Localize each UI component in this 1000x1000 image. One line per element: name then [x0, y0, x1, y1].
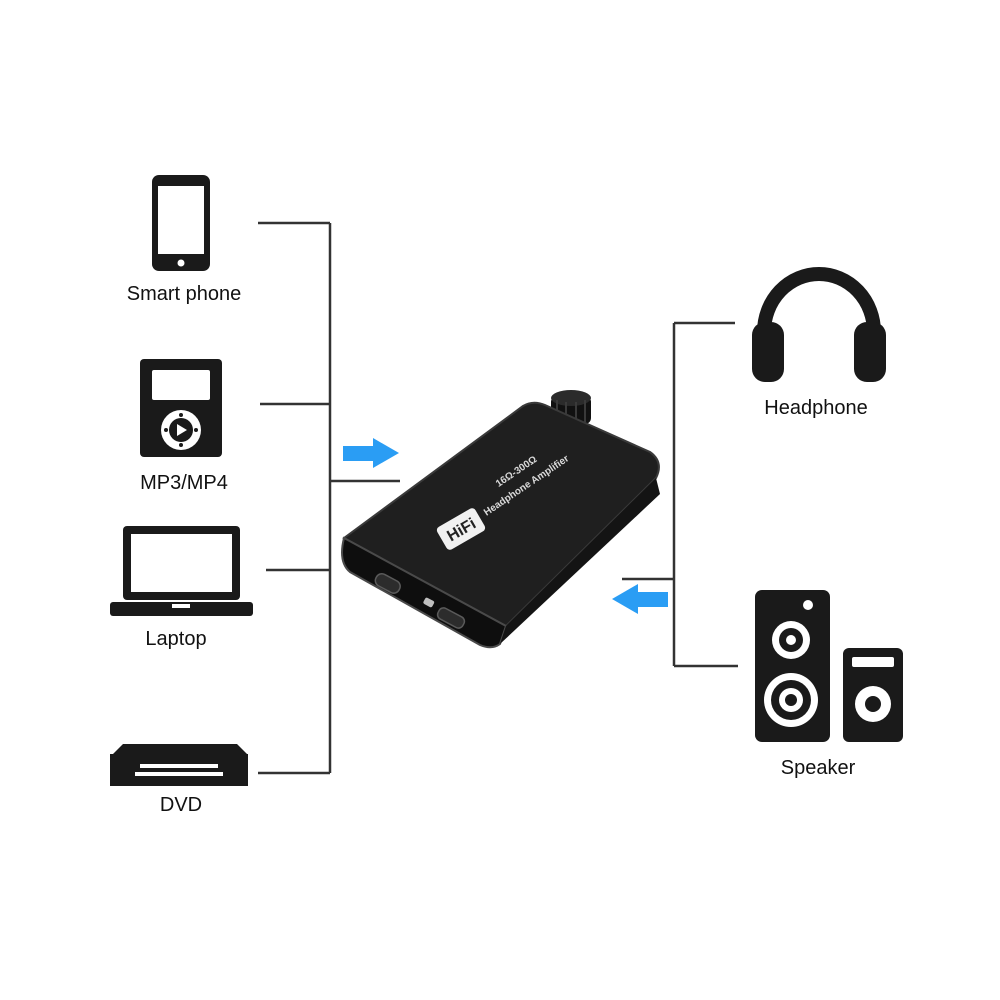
source-label-smartphone: Smart phone — [127, 283, 242, 305]
speaker-icon — [755, 590, 903, 742]
output-label-headphone: Headphone — [764, 397, 867, 419]
mp3-player-icon — [140, 359, 222, 457]
dvd-player-icon — [110, 744, 248, 786]
headphone-amplifier-device: HiFi 16Ω-300Ω Headphone Amplifier — [341, 390, 660, 649]
output-arrow-icon — [612, 584, 668, 614]
source-label-dvd: DVD — [160, 794, 202, 816]
output-label-speaker: Speaker — [781, 757, 856, 779]
headphone-icon — [752, 267, 886, 382]
laptop-icon — [110, 526, 253, 616]
input-arrow-icon — [343, 438, 399, 468]
volume-knob-icon — [551, 390, 591, 424]
source-label-mp3: MP3/MP4 — [140, 472, 228, 494]
source-label-laptop: Laptop — [145, 628, 206, 650]
smartphone-icon — [152, 175, 210, 271]
right-connector-lines — [622, 321, 738, 668]
left-connector-lines — [258, 221, 400, 775]
